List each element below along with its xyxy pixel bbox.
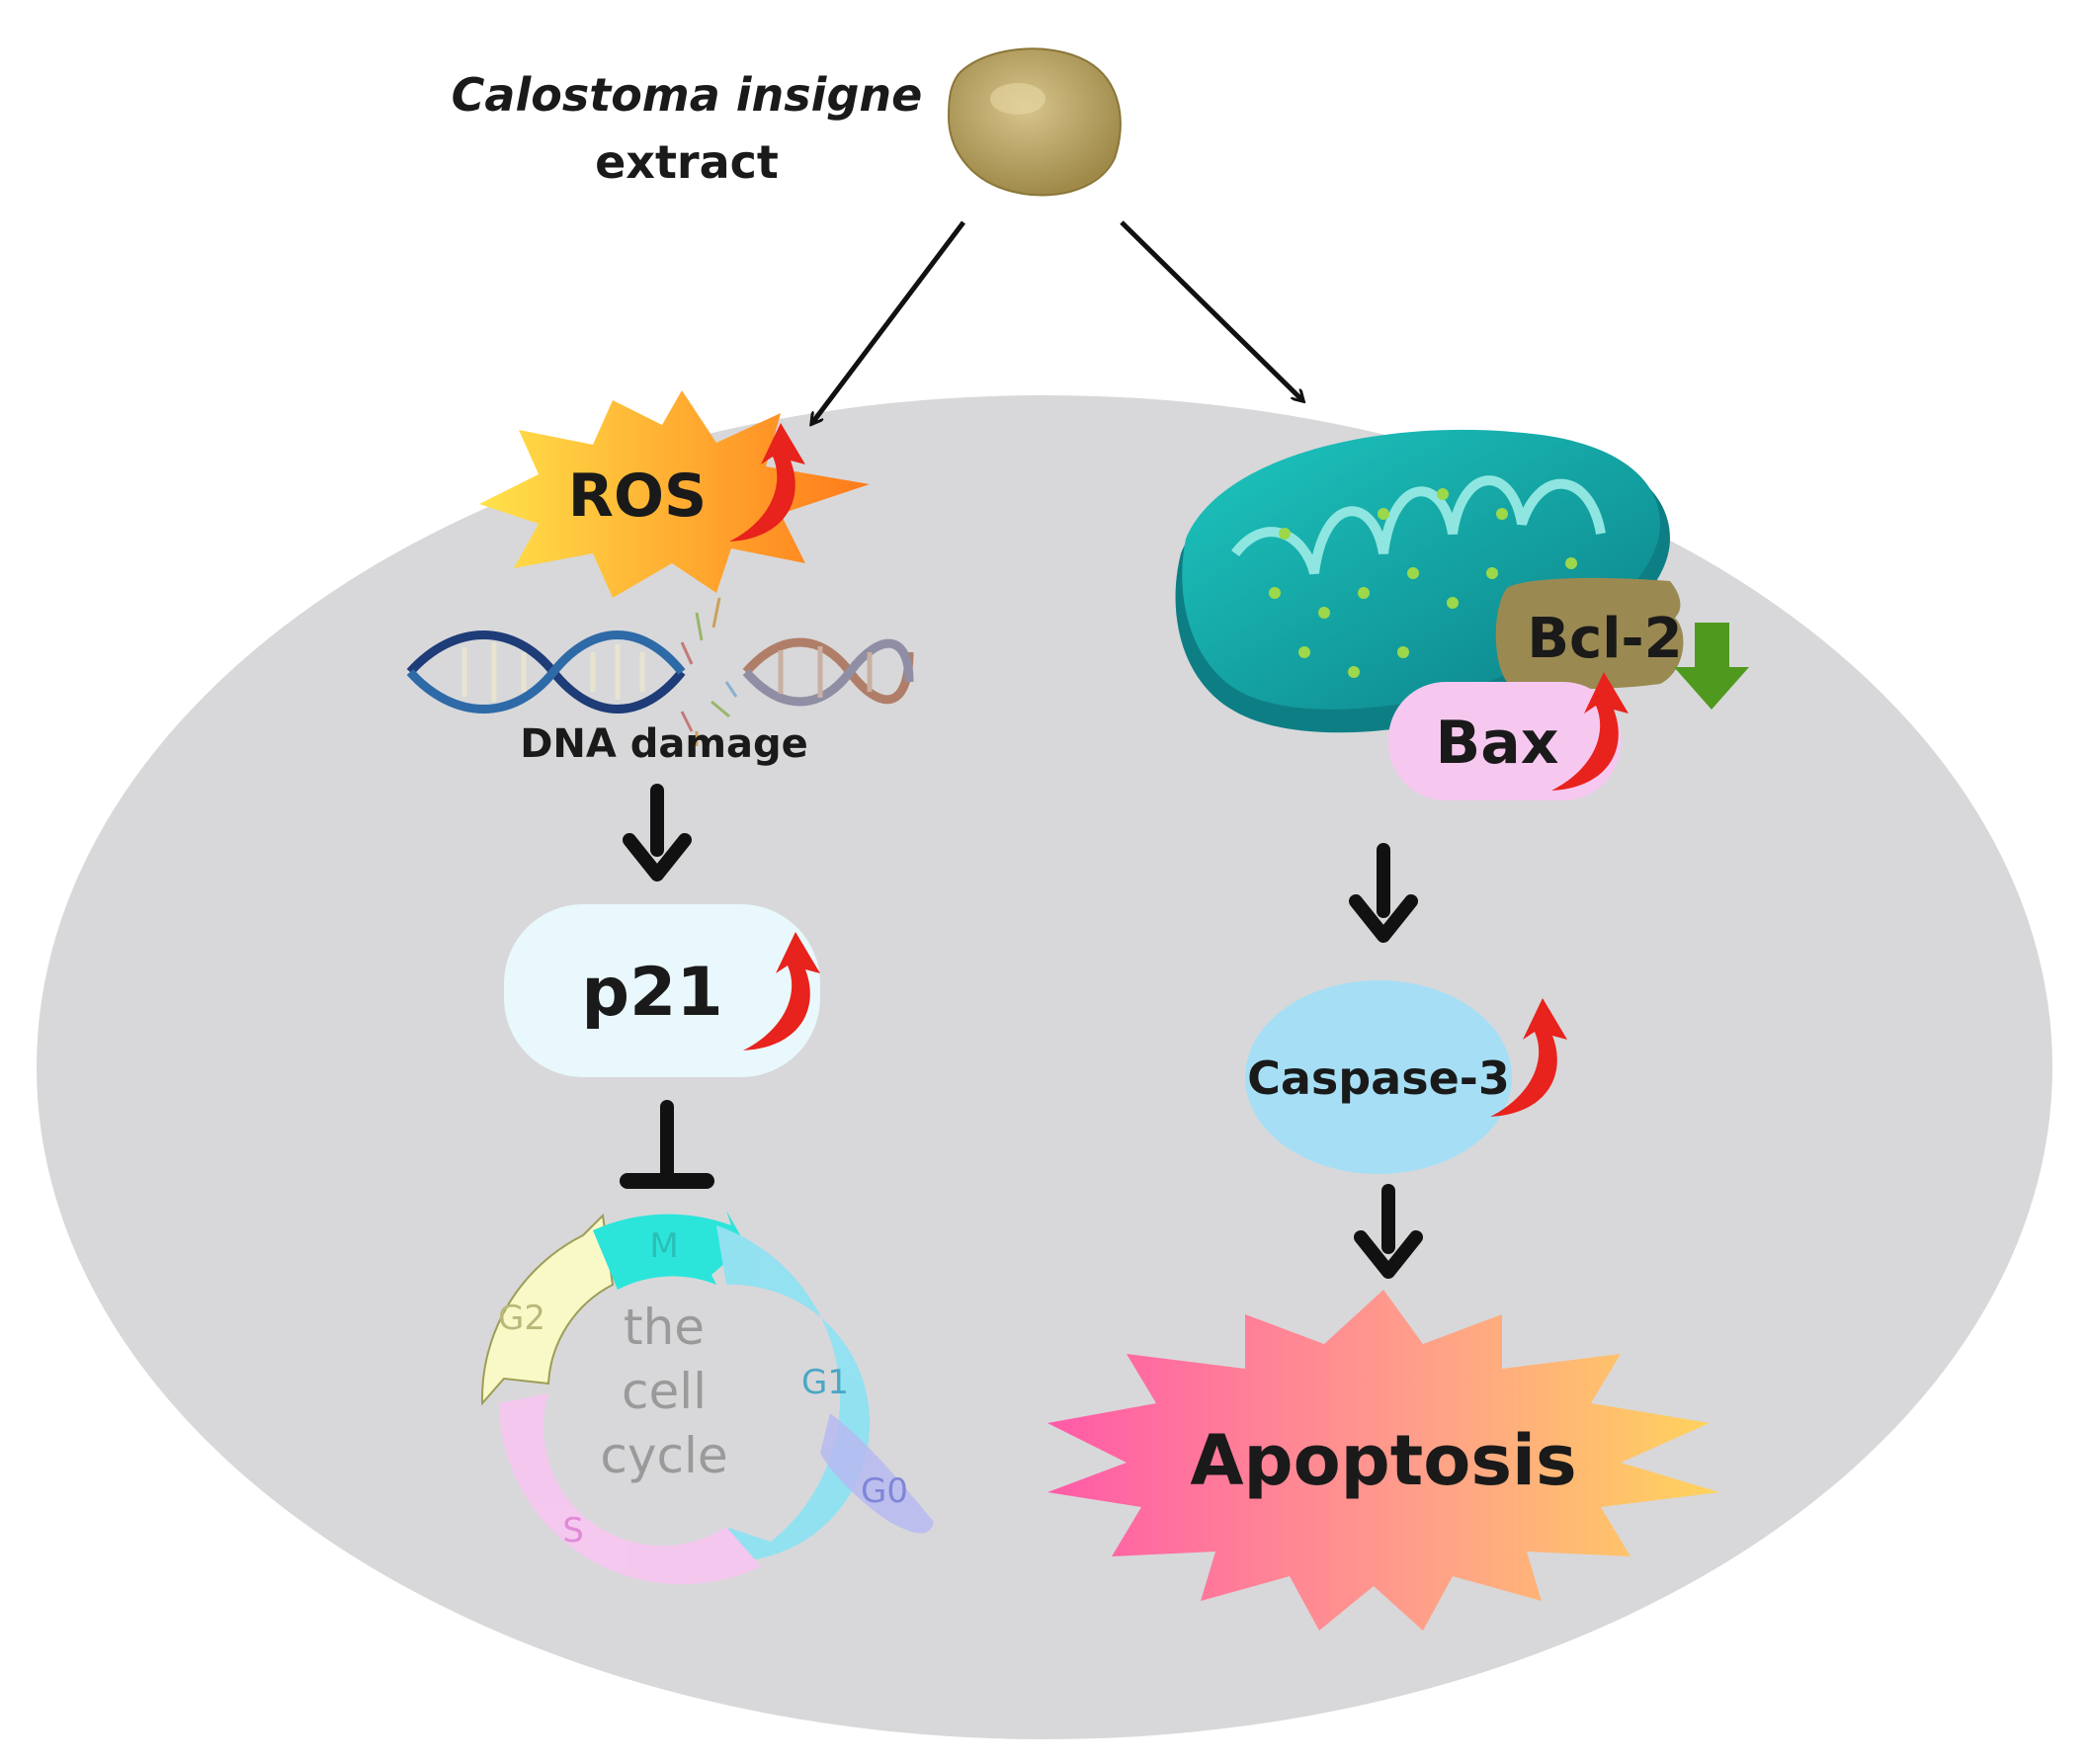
arrow-caspase-to-apoptosis — [1354, 1184, 1423, 1279]
phase-label-s: S — [562, 1511, 584, 1551]
cell-cycle-center-line1: the — [624, 1299, 705, 1356]
p21-box — [504, 904, 820, 1077]
p21-label: p21 — [581, 954, 722, 1032]
apoptosis-label: Apoptosis — [1190, 1420, 1576, 1501]
phase-label-m: M — [649, 1226, 678, 1266]
caspase3-oval — [1245, 980, 1512, 1174]
dna-damage-label: DNA damage — [520, 721, 808, 767]
arrow-extract-to-ros — [812, 220, 965, 423]
bax-up-arrow-icon — [1551, 672, 1629, 791]
extract-label-line2: extract — [595, 135, 779, 189]
cell-cycle-center-line3: cycle — [600, 1427, 727, 1484]
phase-label-g0: G0 — [861, 1471, 908, 1511]
inhibition-symbol — [620, 1100, 714, 1189]
arrow-extract-to-mitochondrion — [1120, 220, 1302, 400]
caspase3-label: Caspase-3 — [1247, 1051, 1510, 1105]
bax-label: Bax — [1436, 709, 1559, 778]
p21-up-arrow-icon — [743, 932, 820, 1050]
cell-cycle-wheel — [480, 1211, 934, 1585]
cell-cycle-center-line2: cell — [622, 1363, 707, 1420]
bcl2-down-arrow-icon — [1674, 623, 1749, 710]
apoptosis-burst — [1047, 1290, 1719, 1631]
ros-up-arrow-icon — [729, 423, 805, 542]
extract-label-line1: Calostoma insigne — [452, 68, 923, 122]
phase-label-g2: G2 — [498, 1299, 545, 1338]
caspase3-up-arrow-icon — [1490, 998, 1567, 1117]
cell-body — [37, 395, 2052, 1739]
arrow-dna-to-p21 — [623, 784, 692, 882]
dna-helix-icon — [406, 597, 914, 746]
bcl2-box — [1495, 577, 1684, 690]
bax-box — [1388, 682, 1621, 800]
arrow-mito-to-caspase — [1349, 843, 1418, 943]
bcl2-label: Bcl-2 — [1527, 607, 1682, 671]
phase-label-g1: G1 — [801, 1363, 849, 1402]
extract-icon — [947, 47, 1122, 197]
ros-label: ROS — [568, 462, 707, 531]
